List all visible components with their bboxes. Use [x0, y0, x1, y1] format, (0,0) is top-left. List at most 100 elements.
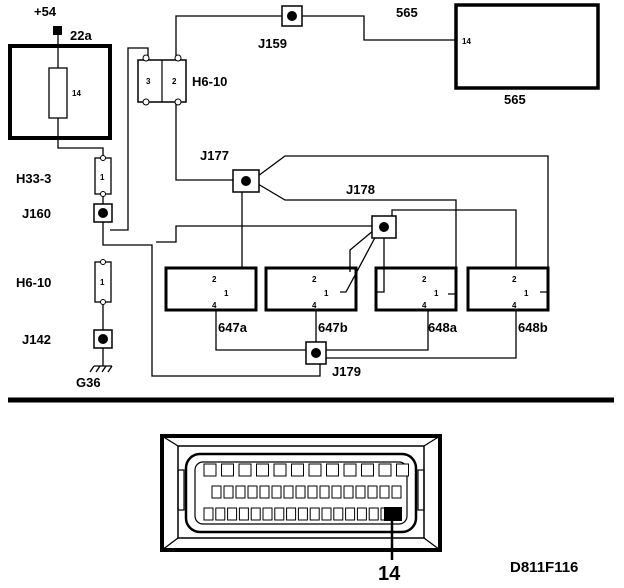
connector-pin-cell [247, 485, 258, 499]
connector-pin-cell [367, 485, 378, 499]
label-j159: J159 [258, 36, 287, 51]
connector-pin-cell [235, 485, 246, 499]
connector-pin-cell [297, 507, 308, 521]
connector-pin-cell [271, 485, 282, 499]
connector-pin-cell [331, 485, 342, 499]
connector-pin-cell [396, 463, 409, 477]
label-h6-10-top: H6-10 [192, 74, 227, 89]
splice-j178 [371, 215, 397, 239]
label-22a: 22a [70, 28, 92, 43]
connector-pin-cell [291, 463, 304, 477]
connector-pin-cell [355, 485, 366, 499]
pin-647b-2: 2 [312, 275, 317, 284]
relay-648a [374, 266, 458, 312]
connector-pin-cell [238, 463, 252, 477]
pin-h6-10-2: 2 [172, 77, 177, 86]
diagnostic-connector [160, 434, 442, 560]
connector-pin-cell [321, 507, 332, 521]
pin-647b-4: 4 [312, 301, 317, 310]
label-565-wire: 565 [396, 5, 418, 20]
pin-647a-1: 1 [224, 289, 229, 298]
connector-pin-cell [391, 485, 402, 499]
connector-pin-cell [308, 463, 322, 477]
splice-j160 [93, 203, 113, 223]
connector-pin-cell [203, 507, 214, 521]
connector-pin-cell [250, 507, 261, 521]
label-j160: J160 [22, 206, 51, 221]
ground-g36-icon [89, 365, 113, 373]
label-648a: 648a [428, 320, 458, 335]
pin-647a-4: 4 [212, 301, 217, 310]
label-plus54: +54 [34, 4, 57, 19]
connector-pin-cell [345, 507, 356, 521]
connector-pin-cell [295, 485, 306, 499]
label-j142: J142 [22, 332, 51, 347]
connector-pin-cell [307, 485, 318, 499]
label-h33-3: H33-3 [16, 171, 51, 186]
pin-648a-2: 2 [422, 275, 427, 284]
pin-647b-1: 1 [324, 289, 329, 298]
connector-pin-cell [238, 507, 249, 521]
connector-pin-cell [326, 463, 339, 477]
connector-pin-cell [333, 507, 344, 521]
label-pin-14: 14 [378, 563, 401, 585]
pin-22a-14: 14 [72, 89, 81, 98]
connector-pin-cell [273, 463, 287, 477]
terminal-54-icon [53, 26, 62, 35]
label-648b: 648b [518, 320, 548, 335]
connector-pin-cell [283, 485, 294, 499]
label-g36: G36 [76, 375, 101, 390]
label-h6-10-left: H6-10 [16, 275, 51, 290]
figure-code: D811F116 [510, 559, 578, 576]
connector-pin-cell [256, 463, 269, 477]
splice-j159 [281, 5, 303, 27]
label-j178: J178 [346, 182, 375, 197]
splice-j142 [93, 329, 113, 349]
connector-pin-cell [262, 507, 273, 521]
pin-565-14: 14 [462, 37, 471, 46]
relay-647a [164, 266, 258, 312]
wires [57, 15, 549, 377]
label-565: 565 [504, 92, 526, 107]
connector-pin-cell [343, 485, 354, 499]
connector-pin-cell [211, 485, 222, 499]
connector-pin-cell [203, 463, 217, 477]
pin-h33-1: 1 [100, 173, 105, 182]
connector-pin-cell [286, 507, 297, 521]
connector-pin-cell [221, 463, 234, 477]
connector-pin-cell [378, 463, 392, 477]
label-j179: J179 [332, 364, 361, 379]
pin-648b-4: 4 [512, 301, 517, 310]
pin-647a-2: 2 [212, 275, 217, 284]
connector-h6-10-left [94, 259, 112, 305]
connector-pin-cell [368, 507, 379, 521]
splice-j177 [232, 169, 260, 193]
label-647b: 647b [318, 320, 348, 335]
connector-pin-cell [227, 507, 238, 521]
pin-648a-1: 1 [434, 289, 439, 298]
component-565 [454, 3, 600, 90]
connector-pin-cell [309, 507, 320, 521]
splice-j179 [305, 341, 327, 365]
pin-h6-10-3: 3 [146, 77, 151, 86]
relay-648b [466, 266, 550, 312]
connector-pin-cell [215, 507, 226, 521]
label-j177: J177 [200, 148, 229, 163]
connector-h6-10-top [137, 54, 187, 106]
connector-pin-cell [356, 507, 367, 521]
pin-648b-2: 2 [512, 275, 517, 284]
relay-647b [264, 266, 358, 312]
connector-pin-cell [319, 485, 330, 499]
pin-648b-1: 1 [524, 289, 529, 298]
pin-14-highlight [384, 507, 402, 521]
connector-pin-cell [274, 507, 285, 521]
label-647a: 647a [218, 320, 248, 335]
pin-h6-1: 1 [100, 278, 105, 287]
connector-pin-cell [379, 485, 390, 499]
connector-pin-cell [361, 463, 374, 477]
connector-pin-cell [259, 485, 270, 499]
connector-pin-cell [343, 463, 357, 477]
component-22a [8, 26, 112, 140]
